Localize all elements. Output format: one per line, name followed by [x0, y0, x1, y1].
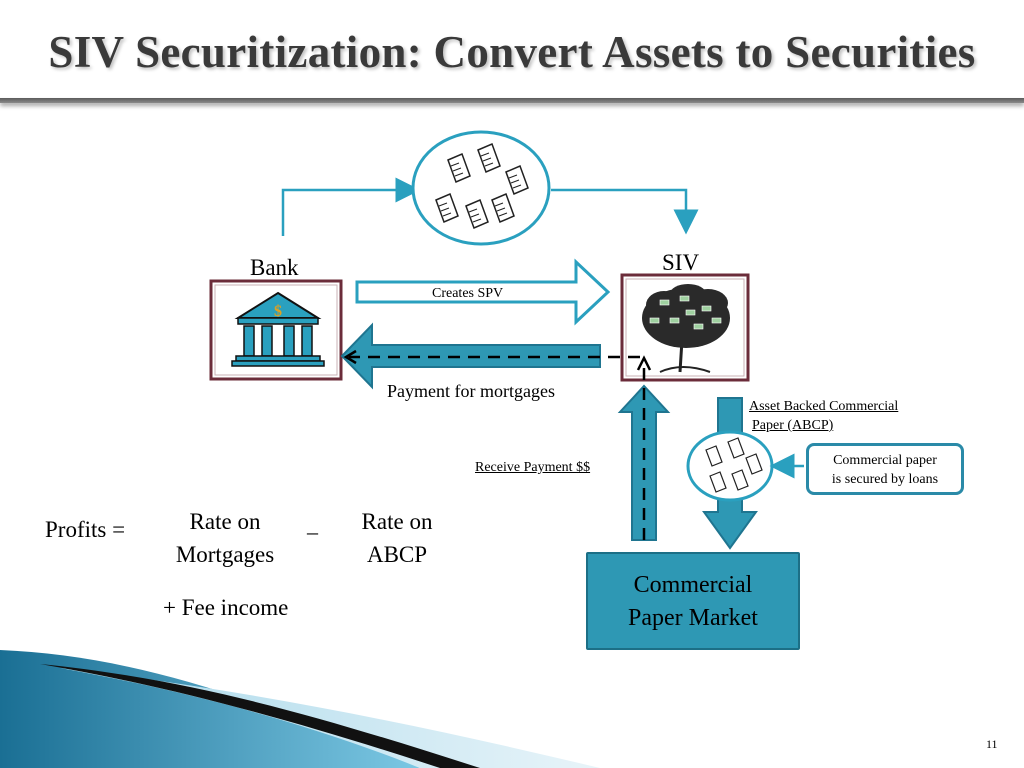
rate-on-mortgages: Rate on Mortgages [160, 505, 290, 571]
market-line1: Commercial [633, 572, 753, 598]
cp-secured-line2: is secured by loans [831, 472, 939, 487]
abcp-label-line2: Paper (ABCP) [752, 418, 834, 433]
loans-pool-icon [411, 130, 551, 246]
rate-mortgages-line2: Mortgages [175, 542, 275, 567]
page-number: 11 [986, 737, 998, 751]
bank-building-icon: $ [231, 291, 325, 367]
market-line2: Paper Market [628, 605, 758, 631]
slide-title: SIV Securitization: Convert Assets to Se… [48, 27, 976, 77]
rate-mortgages-line1: Rate on [189, 509, 261, 534]
money-tree-icon [642, 284, 730, 373]
transfer-loop-arrow [281, 177, 699, 236]
cp-secured-callout: Commercial paper is secured by loans [806, 443, 964, 495]
title-divider [0, 98, 1024, 103]
fee-income-label: + Fee income [163, 595, 289, 620]
bank-label: Bank [250, 255, 299, 280]
cp-secured-line1: Commercial paper [833, 453, 937, 468]
dashed-arrowhead-left [343, 349, 357, 365]
abcp-pool-icon [686, 430, 774, 502]
rate-on-abcp: Rate on ABCP [342, 505, 452, 571]
abcp-label-line1: Asset Backed Commercial [749, 399, 899, 414]
rate-abcp-line1: Rate on [361, 509, 433, 534]
creates-spv-label: Creates SPV [432, 286, 504, 301]
profits-label: Profits = [45, 517, 126, 542]
minus-sign: – [307, 519, 318, 544]
dollar-sign: $ [274, 303, 282, 320]
dashed-arrowhead-up [636, 355, 652, 371]
decorative-wave [0, 650, 600, 768]
rate-abcp-line2: ABCP [366, 542, 428, 567]
receive-payment-arrow [617, 384, 671, 541]
abcp-label: Asset Backed Commercial Paper (ABCP) [749, 397, 949, 435]
siv-label: SIV [662, 250, 700, 275]
commercial-paper-market-box: Commercial Paper Market [586, 552, 800, 650]
creates-spv-arrow [355, 258, 611, 326]
receive-payment-label: Receive Payment $$ [475, 460, 591, 475]
payment-for-mortgages-label: Payment for mortgages [387, 381, 555, 401]
